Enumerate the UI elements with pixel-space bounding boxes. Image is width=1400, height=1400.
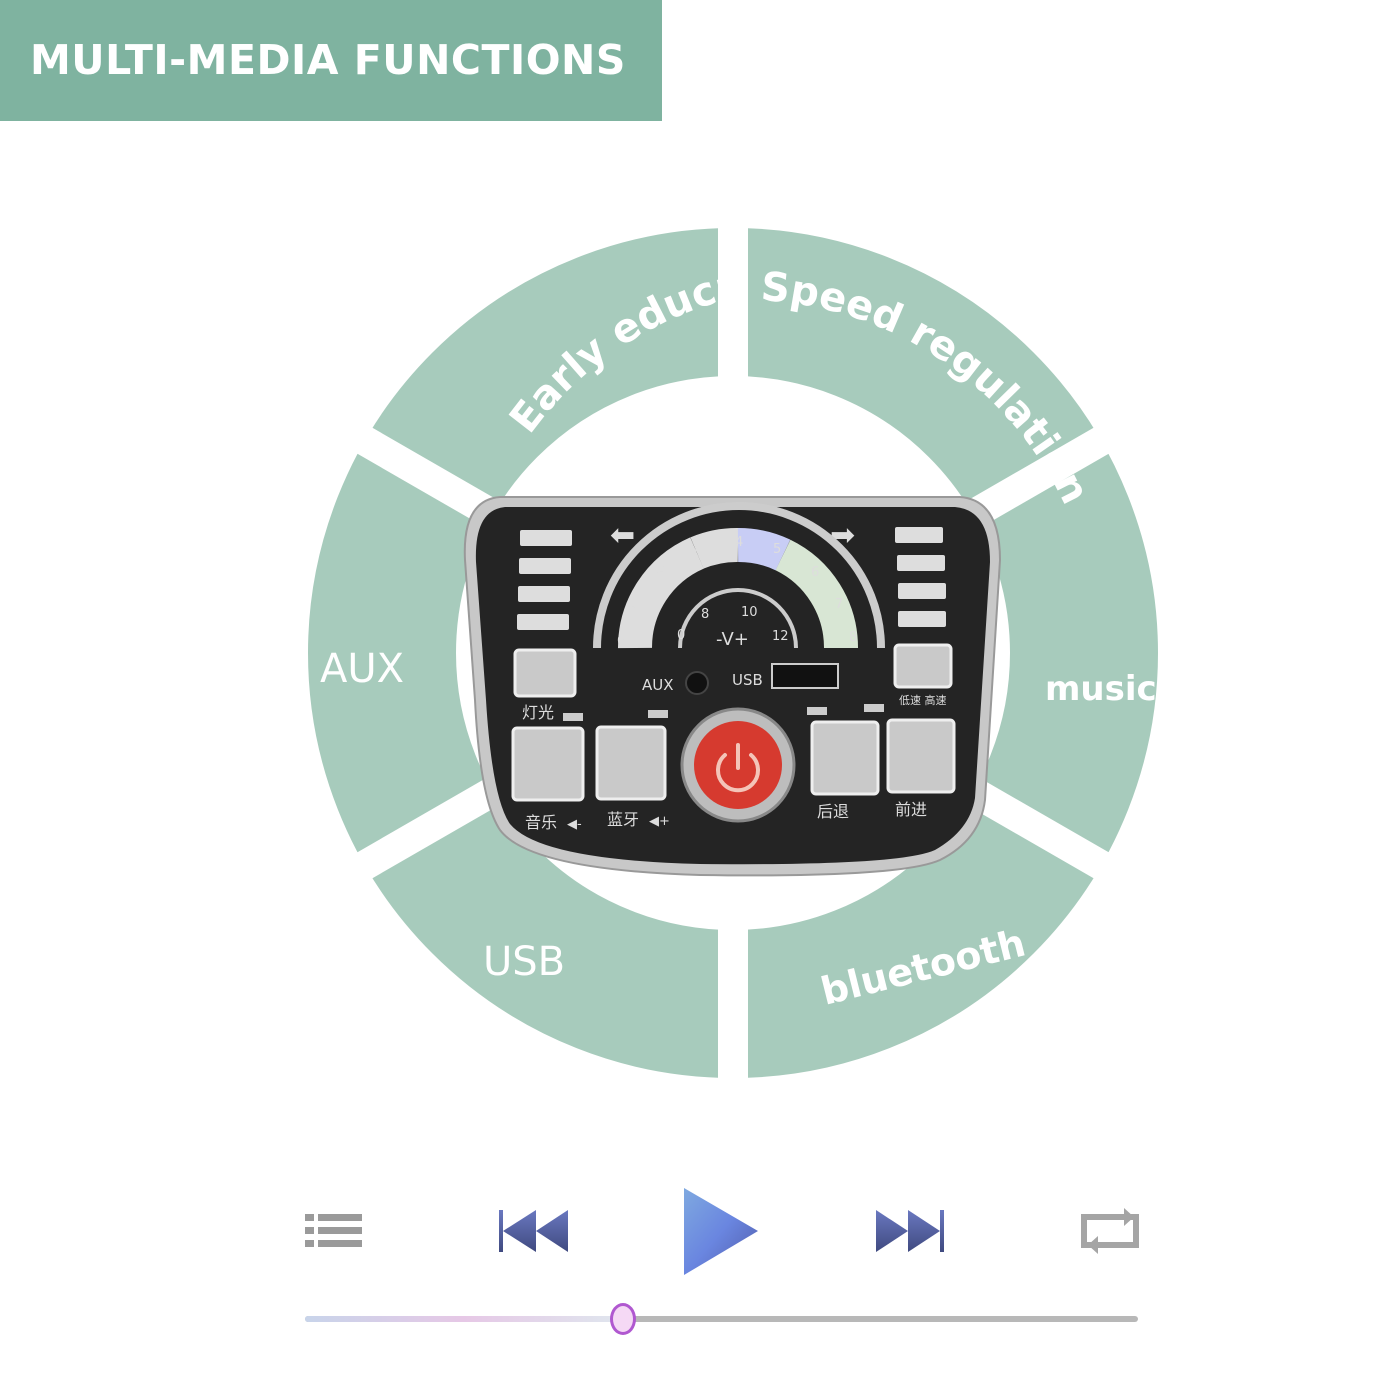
gauge-inner-tick: 8 bbox=[701, 607, 709, 622]
reverse-label: 后退 bbox=[817, 802, 849, 821]
gauge-tick: 1 bbox=[627, 597, 635, 612]
aux-label: AUX bbox=[642, 676, 674, 694]
volume-up-icon: ◀+ bbox=[649, 814, 670, 829]
skip-forward-icon[interactable] bbox=[876, 1210, 944, 1252]
music-button[interactable] bbox=[511, 726, 585, 802]
forward-button[interactable] bbox=[886, 718, 956, 794]
light-label: 灯光 bbox=[522, 703, 554, 722]
gauge-label: -V+ bbox=[716, 629, 749, 650]
gauge-tick: 3 bbox=[694, 540, 702, 555]
control-panel: ⬅ ➡ 0 1 2 3 4 5 6 7 8 0 8 10 12 -V+ bbox=[463, 496, 1002, 877]
power-button[interactable] bbox=[680, 707, 796, 823]
segment-label: USB bbox=[483, 939, 565, 985]
segment-label: AUX bbox=[320, 646, 404, 692]
progress-fill bbox=[305, 1316, 622, 1322]
bluetooth-label: 蓝牙 bbox=[607, 810, 639, 829]
segment-label: music bbox=[1045, 669, 1157, 709]
progress-slider[interactable] bbox=[305, 1303, 1138, 1335]
music-label: 音乐 bbox=[525, 813, 557, 832]
left-arrow-icon: ⬅ bbox=[610, 518, 635, 553]
skip-back-icon[interactable] bbox=[499, 1210, 568, 1252]
gauge-tick: 7 bbox=[835, 597, 843, 612]
header-banner: MULTI-MEDIA FUNCTIONS bbox=[0, 0, 662, 121]
gauge-tick: 6 bbox=[811, 565, 819, 580]
power-icon bbox=[716, 743, 760, 793]
reverse-button[interactable] bbox=[810, 720, 880, 796]
gauge-tick: 0 bbox=[617, 634, 625, 649]
progress-thumb[interactable] bbox=[609, 1303, 636, 1335]
gauge-tick: 8 bbox=[849, 630, 857, 645]
playlist-icon[interactable] bbox=[305, 1214, 362, 1247]
usb-port[interactable] bbox=[771, 663, 839, 689]
gauge-tick: 2 bbox=[657, 562, 665, 577]
repeat-icon[interactable] bbox=[1081, 1208, 1139, 1254]
bluetooth-button[interactable] bbox=[595, 725, 667, 801]
light-button[interactable] bbox=[513, 648, 577, 698]
segment-music[interactable]: music bbox=[1045, 669, 1157, 709]
gauge-inner-tick: 0 bbox=[677, 628, 685, 643]
segment-usb[interactable]: USB bbox=[483, 939, 565, 985]
gauge-tick: 4 bbox=[735, 535, 743, 550]
usb-label: USB bbox=[732, 671, 763, 689]
segment-aux[interactable]: AUX bbox=[320, 646, 404, 692]
gauge-inner-tick: 12 bbox=[772, 629, 789, 644]
forward-label: 前进 bbox=[895, 800, 927, 819]
aux-port[interactable] bbox=[685, 671, 709, 695]
play-icon[interactable] bbox=[684, 1188, 758, 1275]
right-indicator-bars bbox=[895, 527, 946, 627]
speed-gauge bbox=[593, 502, 885, 649]
gauge-inner-tick: 10 bbox=[741, 605, 758, 620]
volume-down-icon: ◀- bbox=[567, 817, 582, 832]
page-title: MULTI-MEDIA FUNCTIONS bbox=[30, 36, 626, 84]
speed-label: 低速 高速 bbox=[899, 693, 947, 707]
gauge-tick: 5 bbox=[773, 542, 781, 557]
left-indicator-bars bbox=[517, 530, 572, 630]
speed-button[interactable] bbox=[893, 643, 953, 689]
